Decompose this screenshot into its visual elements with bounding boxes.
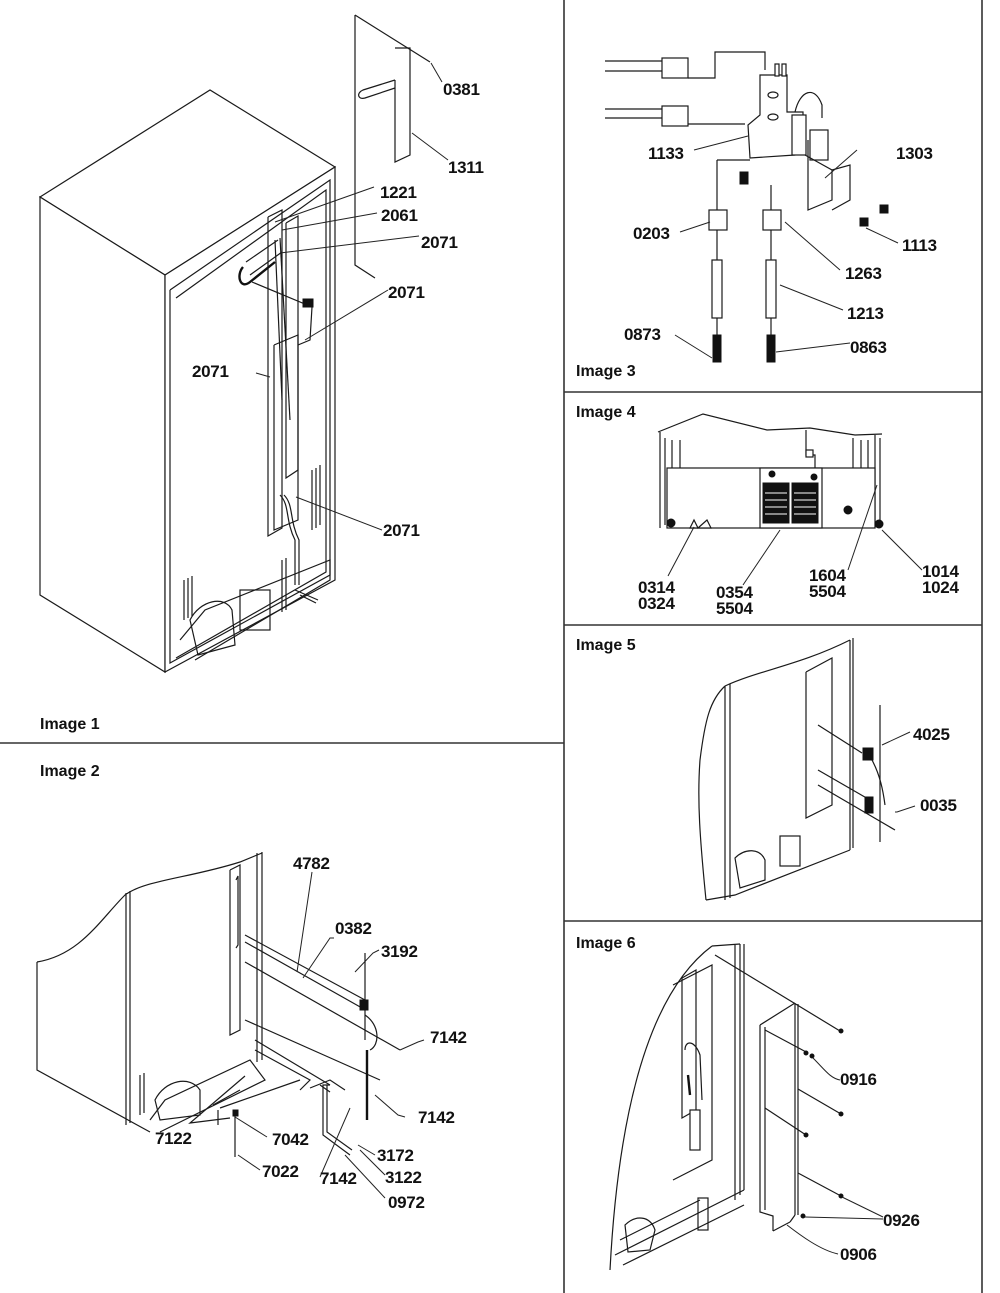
image4-base-drawing	[657, 413, 923, 586]
part-label-7022: 7022	[262, 1162, 299, 1181]
image1-title: Image 1	[40, 716, 100, 733]
part-label-0382: 0382	[335, 919, 372, 938]
part-label-7042: 7042	[272, 1130, 309, 1149]
part-label-1221: 1221	[380, 183, 417, 202]
part-label-0381: 0381	[443, 80, 480, 99]
part-label-2061: 2061	[381, 206, 418, 225]
part-label-2071-d: 2071	[383, 521, 420, 540]
part-label-7142-a: 7142	[430, 1028, 467, 1047]
part-label-1263: 1263	[845, 264, 882, 283]
part-label-0873: 0873	[624, 325, 661, 344]
part-label-1311: 1311	[448, 158, 484, 177]
part-label-0863: 0863	[850, 338, 887, 357]
image4-title: Image 4	[576, 404, 636, 421]
image1-refrigerator-drawing	[38, 14, 449, 674]
part-label-3192: 3192	[381, 942, 418, 961]
part-label-1133: 1133	[648, 144, 684, 163]
part-label-0972: 0972	[388, 1193, 425, 1212]
part-label-5504-b: 5504	[809, 582, 846, 601]
part-label-0035: 0035	[920, 796, 957, 815]
image5-drawing	[698, 638, 916, 901]
part-label-7142-c: 7142	[320, 1169, 357, 1188]
part-label-5504-a: 5504	[716, 599, 753, 618]
image2-title: Image 2	[40, 763, 100, 780]
part-label-3172: 3172	[377, 1146, 414, 1165]
part-label-4025: 4025	[913, 725, 950, 744]
part-label-0203: 0203	[633, 224, 670, 243]
part-label-2071-b: 2071	[388, 283, 425, 302]
image6-drawing	[609, 943, 884, 1271]
part-label-7122: 7122	[155, 1129, 192, 1148]
part-label-0354: 0354	[716, 583, 753, 602]
part-label-0926: 0926	[883, 1211, 920, 1230]
image5-title: Image 5	[576, 637, 636, 654]
image3-water-valve-drawing	[605, 51, 899, 363]
part-label-0906: 0906	[840, 1245, 877, 1264]
image3-title: Image 3	[576, 363, 636, 380]
image2-water-line-drawing	[36, 852, 425, 1199]
part-label-1014: 1014	[922, 562, 959, 581]
part-label-1303: 1303	[896, 144, 933, 163]
part-label-1213: 1213	[847, 304, 884, 323]
part-label-0916: 0916	[840, 1070, 877, 1089]
part-label-1604: 1604	[809, 566, 846, 585]
part-label-4782: 4782	[293, 854, 330, 873]
part-label-2071-c: 2071	[192, 362, 229, 381]
part-label-0324: 0324	[638, 594, 675, 613]
part-label-3122: 3122	[385, 1168, 422, 1187]
image6-title: Image 6	[576, 935, 636, 952]
part-label-1024: 1024	[922, 578, 959, 597]
part-label-7142-b: 7142	[418, 1108, 455, 1127]
part-label-2071-a: 2071	[421, 233, 458, 252]
part-label-0314: 0314	[638, 578, 675, 597]
part-label-1113: 1113	[902, 236, 937, 255]
